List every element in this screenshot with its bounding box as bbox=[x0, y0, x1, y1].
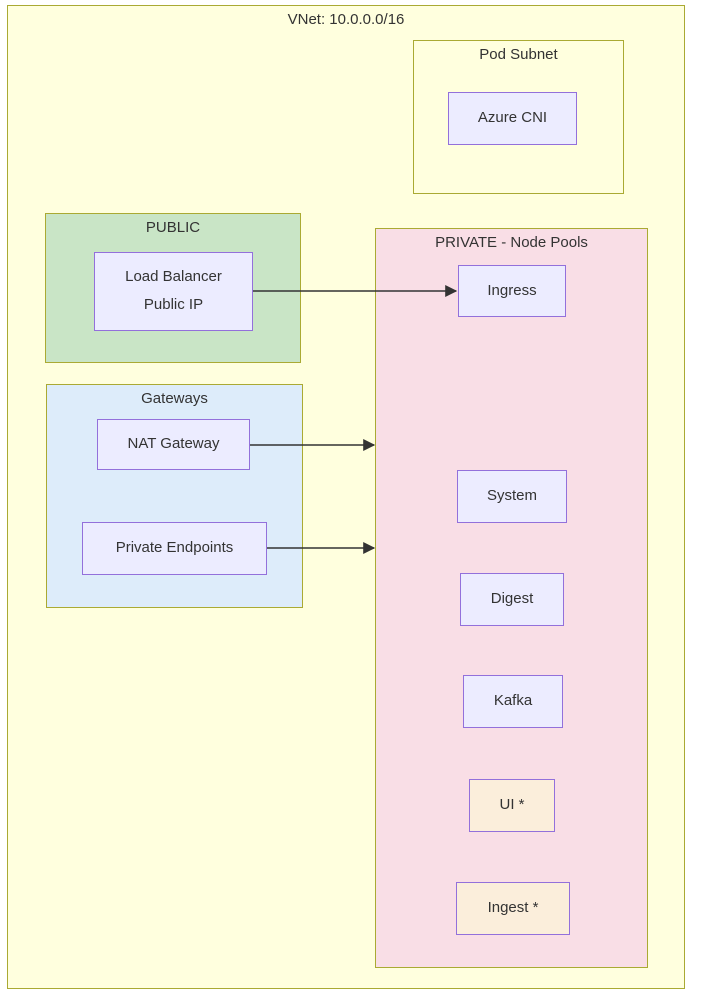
azure-cni-label: Azure CNI bbox=[477, 109, 548, 127]
node-nat-gateway: NAT Gateway bbox=[97, 419, 250, 470]
load-balancer-label-line2: Public IP bbox=[143, 296, 204, 313]
node-digest: Digest bbox=[460, 573, 564, 626]
node-ingress: Ingress bbox=[458, 265, 566, 317]
node-private-endpoints: Private Endpoints bbox=[82, 522, 267, 575]
node-ingest: Ingest * bbox=[456, 882, 570, 935]
node-load-balancer-public-ip: Load Balancer Public IP bbox=[94, 252, 253, 331]
nat-gateway-label: NAT Gateway bbox=[127, 435, 220, 453]
vnet-title: VNet: 10.0.0.0/16 bbox=[287, 11, 405, 28]
public-title: PUBLIC bbox=[145, 219, 201, 236]
pod-subnet-title: Pod Subnet bbox=[479, 46, 558, 63]
node-ui: UI * bbox=[469, 779, 555, 832]
node-azure-cni: Azure CNI bbox=[448, 92, 577, 145]
ui-label: UI * bbox=[499, 796, 525, 814]
gateways-title: Gateways bbox=[141, 390, 208, 407]
private-endpoints-label: Private Endpoints bbox=[115, 539, 234, 557]
ingress-label: Ingress bbox=[487, 281, 537, 299]
private-title: PRIVATE - Node Pools bbox=[435, 234, 588, 251]
digest-label: Digest bbox=[490, 590, 534, 608]
system-label: System bbox=[486, 487, 537, 505]
ingest-label: Ingest * bbox=[487, 899, 539, 917]
node-system: System bbox=[457, 470, 567, 523]
node-kafka: Kafka bbox=[463, 675, 563, 728]
load-balancer-label-line1: Load Balancer bbox=[125, 268, 222, 286]
kafka-label: Kafka bbox=[493, 692, 533, 710]
